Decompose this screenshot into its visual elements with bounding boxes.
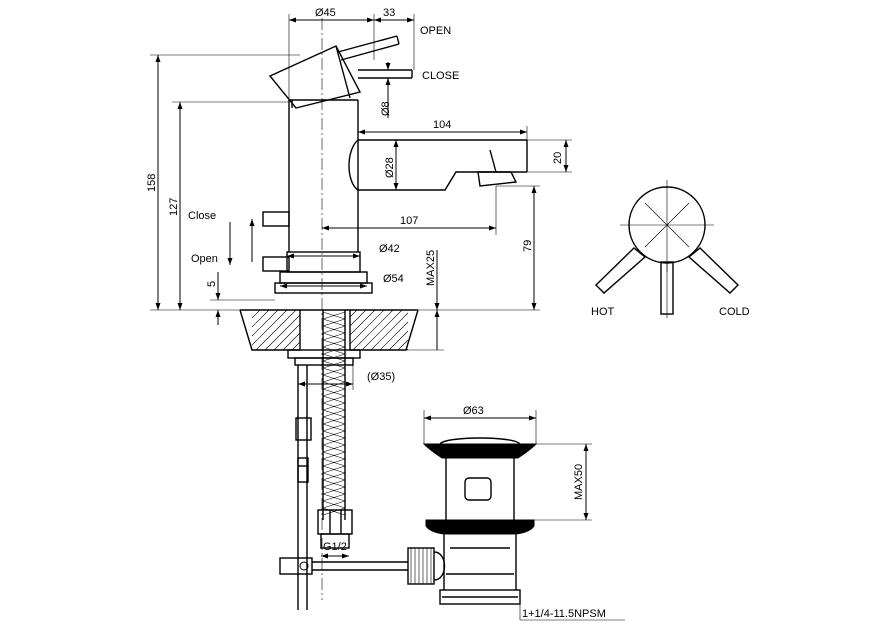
- dimension-lines: [150, 14, 625, 621]
- side-pegs: [227, 211, 290, 272]
- dim-max50: MAX50: [573, 464, 585, 500]
- dim-d28: Ø28: [384, 157, 396, 178]
- spout: [348, 139, 528, 191]
- supply-hoses: [279, 310, 408, 610]
- label-open: Open: [191, 253, 218, 265]
- dim-d104: 104: [433, 119, 451, 131]
- dim-d127: 127: [168, 198, 180, 216]
- countertop: [239, 309, 419, 351]
- dim-d79: 79: [522, 240, 534, 252]
- rotation-diagram: [595, 180, 739, 318]
- label-cold: COLD: [719, 306, 750, 318]
- lever-handle: [268, 35, 413, 109]
- dim-d5: 5: [206, 281, 218, 287]
- label-close-upper: CLOSE: [422, 70, 459, 82]
- annotation-labels: OPEN CLOSE Close Open HOT COLD Ø45 33 Ø8…: [146, 7, 750, 620]
- dim-thread: 1+1/4-11.5NPSM: [522, 608, 606, 620]
- dim-d63: Ø63: [463, 405, 484, 417]
- dim-d54: Ø54: [383, 273, 404, 285]
- dim-d107: 107: [400, 215, 418, 227]
- dim-d33: 33: [383, 7, 395, 19]
- dim-d158: 158: [146, 174, 158, 192]
- popup-waste: [407, 437, 538, 605]
- label-open-upper: OPEN: [420, 25, 451, 37]
- label-hot: HOT: [591, 306, 615, 318]
- dim-d42: Ø42: [379, 243, 400, 255]
- dim-d35: (Ø35): [367, 371, 395, 383]
- label-close: Close: [188, 210, 216, 222]
- dim-max25: MAX25: [425, 250, 437, 286]
- dim-d45: Ø45: [315, 7, 336, 19]
- dim-d8: Ø8: [380, 101, 392, 116]
- dim-g12: G1/2: [323, 541, 347, 553]
- dim-d20: 20: [552, 152, 564, 164]
